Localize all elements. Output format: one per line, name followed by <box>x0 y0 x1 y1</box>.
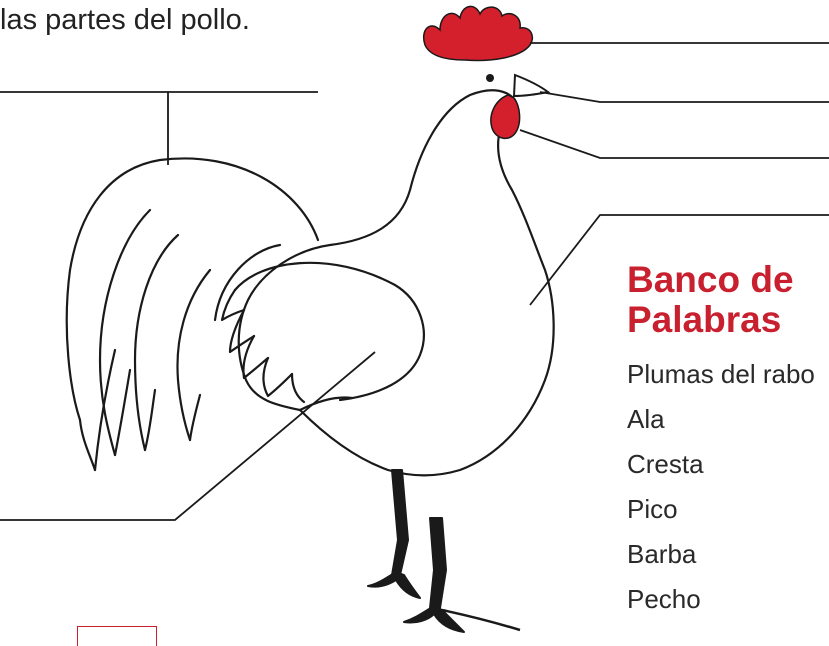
label-lines <box>0 42 829 521</box>
label-line-breast <box>529 214 829 306</box>
word-bank-item: Pecho <box>627 584 701 614</box>
word-bank-item: Barba <box>627 539 697 569</box>
word-bank-item: Pico <box>627 494 678 524</box>
word-bank-item: Cresta <box>627 449 704 479</box>
word-bank-list: Plumas del rabo Ala Cresta Pico Barba Pe… <box>627 352 815 622</box>
label-line-wing <box>0 351 376 521</box>
word-bank-item: Ala <box>627 404 665 434</box>
word-bank-title-line1: Banco de <box>627 259 794 300</box>
beak <box>512 73 551 98</box>
legs <box>367 469 521 633</box>
rooster-body <box>237 89 555 477</box>
label-line-wattle <box>519 129 829 159</box>
comb <box>423 5 534 62</box>
eye <box>486 74 494 82</box>
answer-box[interactable] <box>77 626 157 646</box>
wing <box>220 261 425 412</box>
wattle <box>490 94 521 140</box>
word-bank-item: Plumas del rabo <box>627 359 815 389</box>
label-line-tail <box>0 91 318 165</box>
head-parts <box>423 5 551 140</box>
instruction-text: las partes del pollo. <box>0 4 250 36</box>
label-line-beak <box>539 91 829 103</box>
word-bank-title: Banco de Palabras <box>627 260 794 340</box>
word-bank-title-line2: Palabras <box>627 299 782 340</box>
